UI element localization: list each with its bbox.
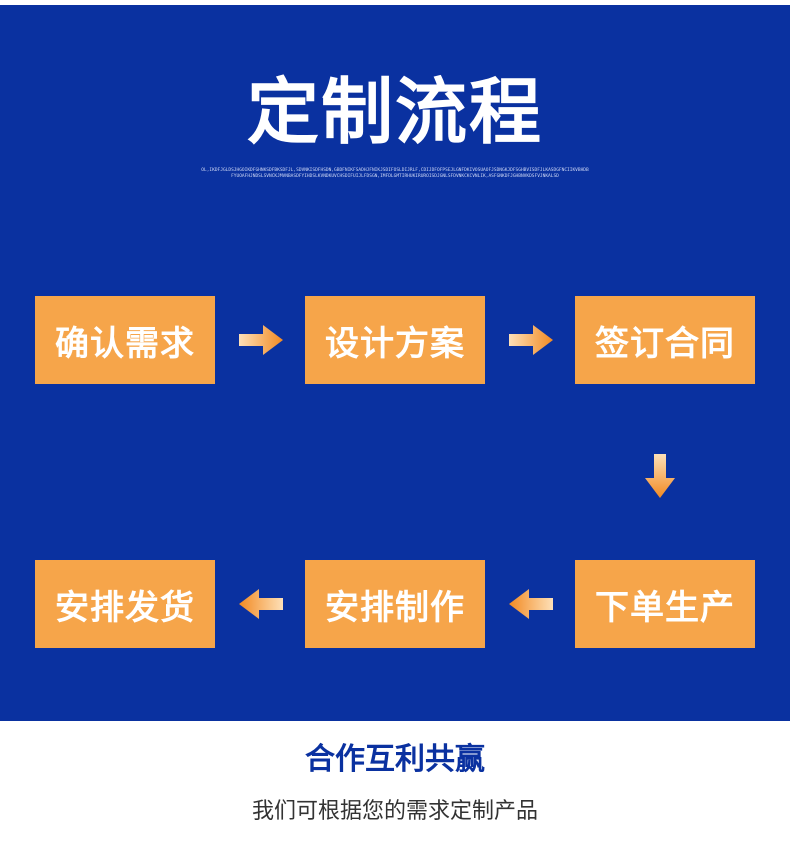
arrow-right-icon: [509, 325, 553, 355]
arrow-left-icon: [509, 589, 553, 619]
flow-banner: 定制流程 OL,IKDFJGLDSJHGOIKDFGHNKSDFBKSDFJL,…: [0, 5, 790, 721]
tagline: 我们可根据您的需求定制产品: [251, 799, 538, 824]
slogan: 合作互利共赢: [305, 742, 485, 777]
arrow-down-icon: [645, 454, 675, 498]
step-arrange-shipping: 安排发货: [35, 560, 215, 648]
step-design-plan: 设计方案: [305, 296, 485, 384]
arrow-right-icon: [239, 325, 283, 355]
decorative-subtext: OL,IKDFJGLDSJHGOIKDFGHNKSDFBKSDFJL,SDVNK…: [201, 168, 589, 179]
step-place-order: 下单生产: [575, 560, 755, 648]
step-sign-contract: 签订合同: [575, 296, 755, 384]
step-confirm-requirements: 确认需求: [35, 296, 215, 384]
arrow-left-icon: [239, 589, 283, 619]
step-arrange-production: 安排制作: [305, 560, 485, 648]
page-title: 定制流程: [246, 70, 543, 154]
